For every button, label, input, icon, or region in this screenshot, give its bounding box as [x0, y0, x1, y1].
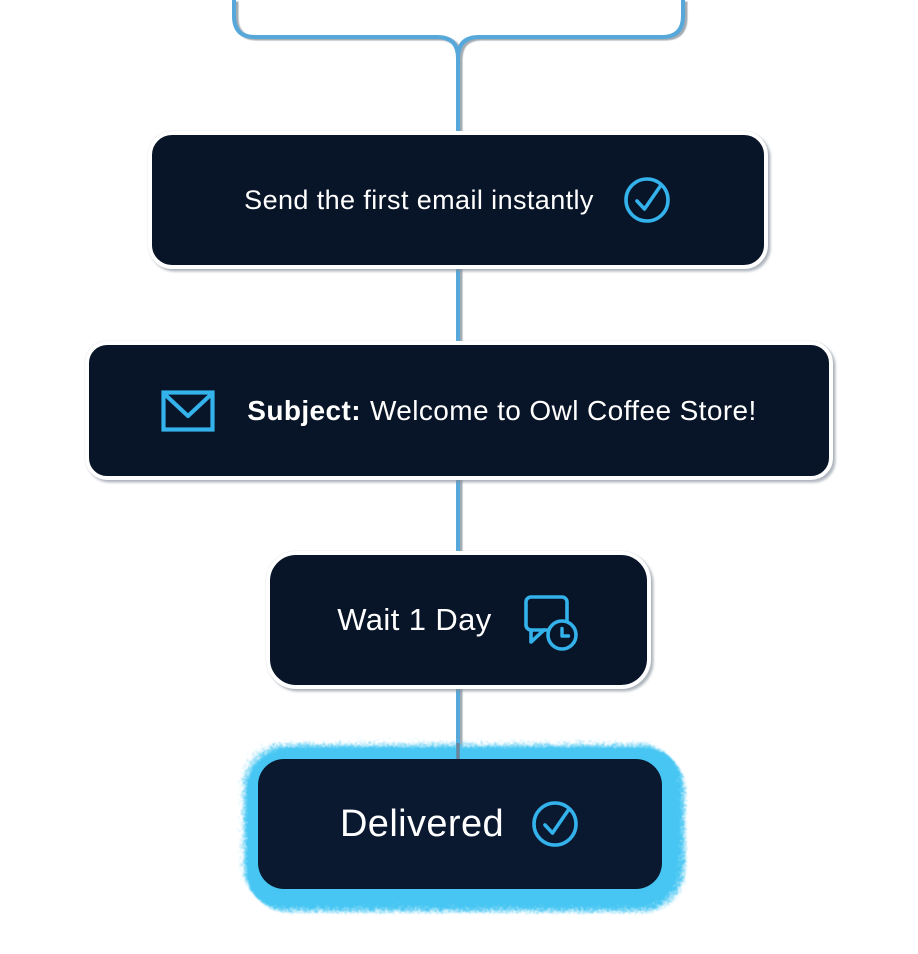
flow-node-email-subject[interactable]: Subject:Welcome to Owl Coffee Store! — [85, 341, 833, 480]
node-label: Wait 1 Day — [337, 602, 492, 637]
connector-paths — [232, 0, 685, 752]
node-label: Delivered — [339, 802, 505, 845]
flow-node-delivered[interactable]: Delivered — [258, 759, 662, 889]
envelope-icon — [161, 389, 215, 432]
flow-node-send-first-email[interactable]: Send the first email instantly — [148, 131, 768, 269]
node-label: Subject:Welcome to Owl Coffee Store! — [247, 395, 756, 427]
subject-text: Welcome to Owl Coffee Store! — [369, 394, 757, 426]
branch-right-connector — [456, 0, 685, 59]
branch-left-connector — [232, 0, 460, 59]
check-circle-icon — [624, 177, 670, 223]
check-circle-icon — [532, 801, 578, 847]
flow-node-wait-1-day[interactable]: Wait 1 Day — [266, 551, 651, 689]
message-clock-icon — [523, 595, 578, 651]
subject-prefix: Subject: — [247, 394, 361, 426]
node-label: Send the first email instantly — [244, 184, 594, 215]
